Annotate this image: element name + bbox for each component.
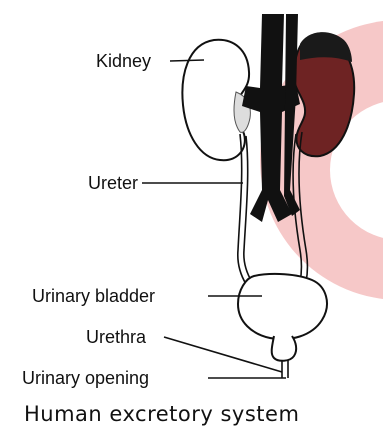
- urethra: [272, 336, 296, 361]
- label-urethra: Urethra: [86, 327, 147, 347]
- label-kidney: Kidney: [96, 51, 151, 71]
- label-urinary-opening: Urinary opening: [22, 368, 149, 388]
- leader-urethra: [164, 337, 282, 372]
- label-urinary-bladder: Urinary bladder: [32, 286, 155, 306]
- leader-kidney: [170, 60, 204, 61]
- urinary-bladder: [238, 274, 327, 339]
- left-ureter-inner: [244, 136, 252, 282]
- urethra-tube: [282, 360, 288, 378]
- label-ureter: Ureter: [88, 173, 138, 193]
- diagram-caption: Human excretory system: [24, 402, 299, 426]
